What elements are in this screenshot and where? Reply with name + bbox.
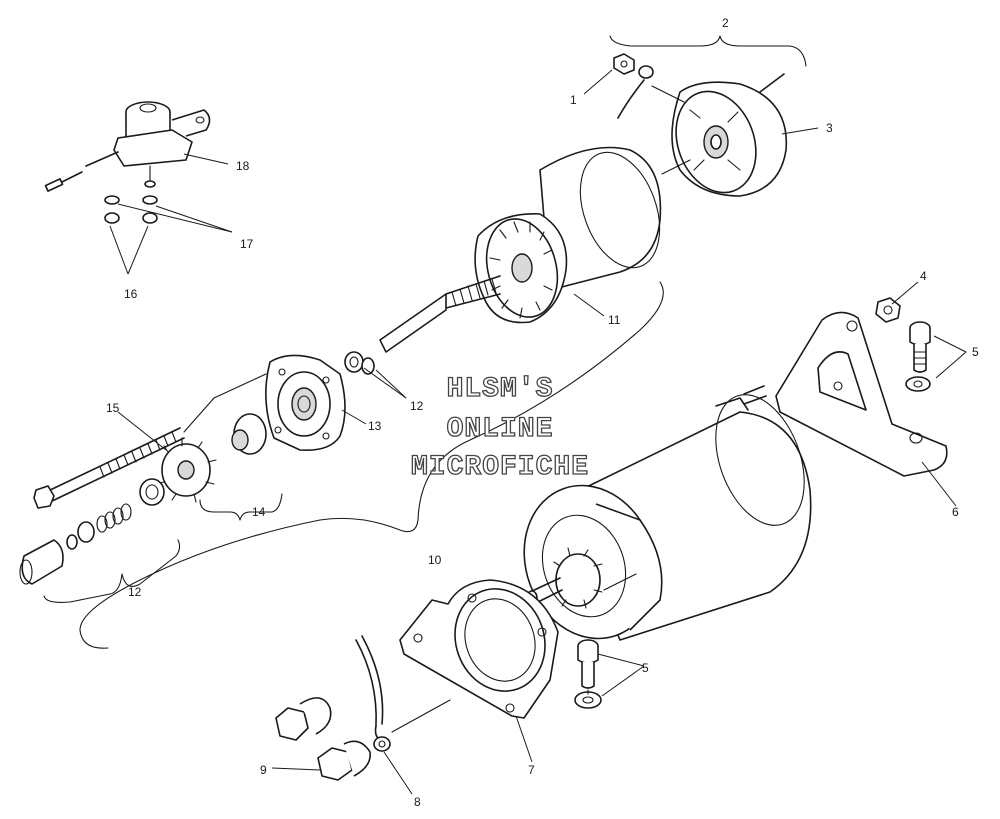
watermark-line-2: ONLINE <box>447 414 554 445</box>
callout-18: 18 <box>236 159 250 173</box>
callout-5-upper: 5 <box>972 345 979 359</box>
leader-lines <box>109 69 967 795</box>
ground-wire <box>355 635 451 752</box>
drive-end-cover <box>231 354 346 455</box>
watermark: HLSM'S ONLINE MICROFICHE <box>410 373 589 483</box>
mount-bracket-lower <box>399 579 559 719</box>
callout-10: 10 <box>428 553 442 567</box>
callout-7: 7 <box>528 763 535 777</box>
callout-12-upper: 12 <box>410 399 424 413</box>
solenoid <box>44 101 211 192</box>
callout-4: 4 <box>920 269 927 283</box>
brace-lines <box>43 35 807 649</box>
callout-2: 2 <box>722 16 729 30</box>
motor-housing <box>523 385 812 641</box>
callout-6: 6 <box>952 505 959 519</box>
watermark-line-3: MICROFICHE <box>411 452 589 483</box>
callout-16: 16 <box>124 287 138 301</box>
armature <box>379 146 662 353</box>
thru-bolt <box>33 373 267 509</box>
callout-12-lower: 12 <box>128 585 142 599</box>
callout-3: 3 <box>826 121 833 135</box>
hex-bolts <box>275 697 371 781</box>
callout-13: 13 <box>368 419 382 433</box>
cap-screw-upper <box>905 321 931 392</box>
terminal-washers <box>104 195 158 224</box>
cap-screw-lower <box>574 639 602 709</box>
callout-17: 17 <box>240 237 254 251</box>
mount-bracket-upper <box>775 311 948 477</box>
spring-retainers <box>19 503 132 585</box>
callout-5-lower: 5 <box>642 661 649 675</box>
callout-1: 1 <box>570 93 577 107</box>
end-cap <box>651 73 788 197</box>
terminal-nut <box>613 53 654 119</box>
bracket-nut <box>875 297 901 323</box>
pinion-gear <box>139 437 217 506</box>
shaft-washers <box>344 351 375 375</box>
callout-15: 15 <box>106 401 120 415</box>
callout-9: 9 <box>260 763 267 777</box>
callout-8: 8 <box>414 795 421 809</box>
watermark-line-1: HLSM'S <box>447 374 554 405</box>
callout-labels: 2 1 3 18 17 16 4 11 5 12 15 13 6 14 10 1… <box>106 16 979 809</box>
callout-14: 14 <box>252 505 266 519</box>
callout-11: 11 <box>608 313 621 327</box>
